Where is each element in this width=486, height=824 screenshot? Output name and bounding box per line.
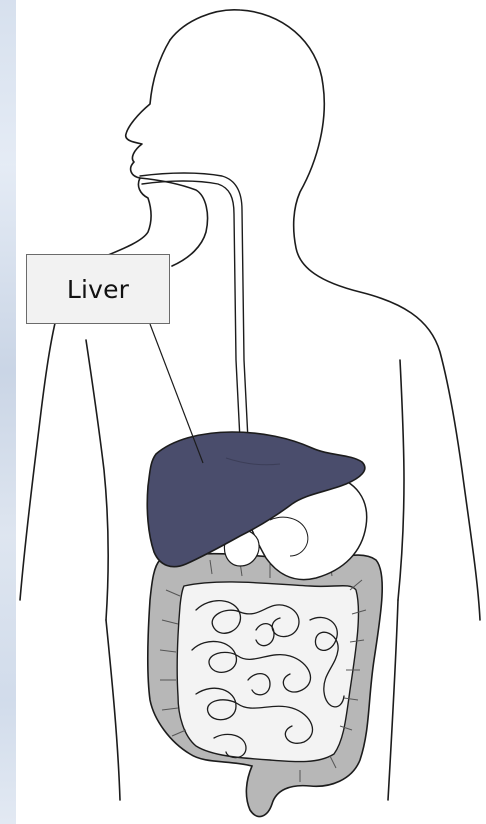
liver-label-box: Liver <box>26 254 170 324</box>
colon-icon <box>148 554 383 817</box>
liver-label: Liver <box>67 275 129 304</box>
